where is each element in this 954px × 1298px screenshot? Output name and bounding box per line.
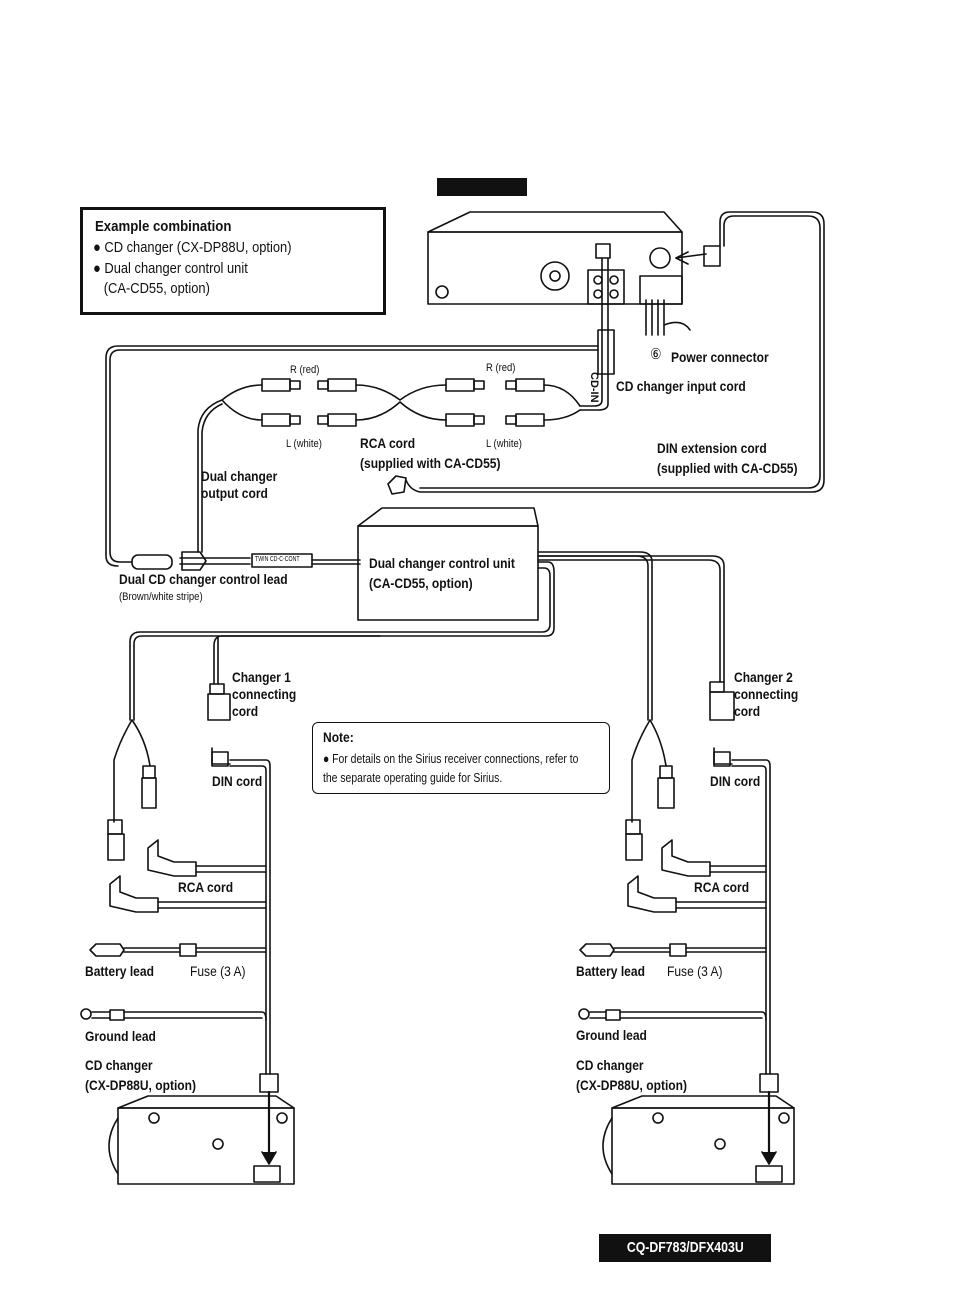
rca-cord-top-sublabel: (supplied with CA-CD55) <box>360 455 501 471</box>
cd-changer-left-label-1: CD changer <box>85 1057 153 1073</box>
cd-changer-left-label-2: (CX-DP88U, option) <box>85 1077 197 1093</box>
cd-in-label: CD-IN <box>588 372 600 403</box>
r-red-label-1: R (red) <box>290 364 320 376</box>
rca-plugs-top <box>197 378 581 553</box>
changer2-label-1: Changer 2 <box>734 669 793 685</box>
dual-changer-control-unit-illustration <box>357 507 539 621</box>
ground-lead-left-label: Ground lead <box>85 1028 156 1044</box>
din-cord-left-label: DIN cord <box>212 773 263 789</box>
l-white-label-2: L (white) <box>486 438 522 450</box>
dual-changer-control-unit-label: Dual changer control unit <box>369 555 515 571</box>
battery-lead-right-label: Battery lead <box>576 963 645 979</box>
power-connector-label: Power connector <box>671 349 769 365</box>
list-item: (CA-CD55, option) <box>103 280 210 297</box>
rca-cord-right-label: RCA cord <box>694 879 750 895</box>
head-unit-illustration <box>427 211 721 336</box>
list-item: ● CD changer (CX-DP88U, option) <box>93 239 292 256</box>
list-item: ● Dual changer control unit <box>93 259 248 277</box>
rca-cord-left-label: RCA cord <box>178 879 234 895</box>
cd-changer-right-label-2: (CX-DP88U, option) <box>576 1077 688 1093</box>
changer1-label-1: Changer 1 <box>232 669 291 685</box>
din-extension-cord-sublabel: (supplied with CA-CD55) <box>657 460 798 476</box>
header-bar <box>437 178 527 196</box>
din-extension-cord-label: DIN extension cord <box>657 440 767 456</box>
fuse-right-label: Fuse (3 A) <box>667 963 723 979</box>
dual-changer-output-cord-label-1: Dual changer <box>201 468 278 484</box>
twin-cd-cont-tag: TWIN CD-C-CONT <box>255 556 300 563</box>
changer2-label-2: connecting <box>734 686 799 702</box>
cd-changer-right-illustration <box>602 1095 795 1185</box>
brown-white-stripe-label: (Brown/white stripe) <box>119 591 203 603</box>
changer2-label-3: cord <box>734 703 761 719</box>
dual-changer-output-cord-label-2: output cord <box>201 485 268 501</box>
example-combination-list: ● CD changer (CX-DP88U, option) ● Dual c… <box>93 238 292 300</box>
note-text: ● For details on the Sirius receiver con… <box>323 751 579 785</box>
changer1-label-3: cord <box>232 703 259 719</box>
note-box: Note: ● For details on the Sirius receiv… <box>312 722 610 794</box>
model-footer: CQ-DF783/DFX403U <box>599 1234 771 1262</box>
dual-changer-control-unit-sublabel: (CA-CD55, option) <box>369 575 473 591</box>
cd-changer-right-label-1: CD changer <box>576 1057 644 1073</box>
r-red-label-2: R (red) <box>486 362 516 374</box>
changer1-label-2: connecting <box>232 686 297 702</box>
ground-lead-right-label: Ground lead <box>576 1027 647 1043</box>
rca-cord-top-label: RCA cord <box>360 435 416 451</box>
dual-cd-changer-control-lead-label: Dual CD changer control lead <box>119 571 288 587</box>
din-cord-right-label: DIN cord <box>710 773 761 789</box>
example-combination-box: Example combination ● CD changer (CX-DP8… <box>80 207 386 315</box>
fuse-left-label: Fuse (3 A) <box>190 963 246 979</box>
cd-changer-left-illustration <box>108 1095 295 1185</box>
cd-changer-input-cord-label: CD changer input cord <box>616 378 746 394</box>
example-combination-title: Example combination <box>95 218 232 235</box>
power-connector-number: ⑥ <box>650 346 662 363</box>
l-white-label-1: L (white) <box>286 438 322 450</box>
battery-lead-left-label: Battery lead <box>85 963 154 979</box>
note-title: Note: <box>323 729 354 745</box>
